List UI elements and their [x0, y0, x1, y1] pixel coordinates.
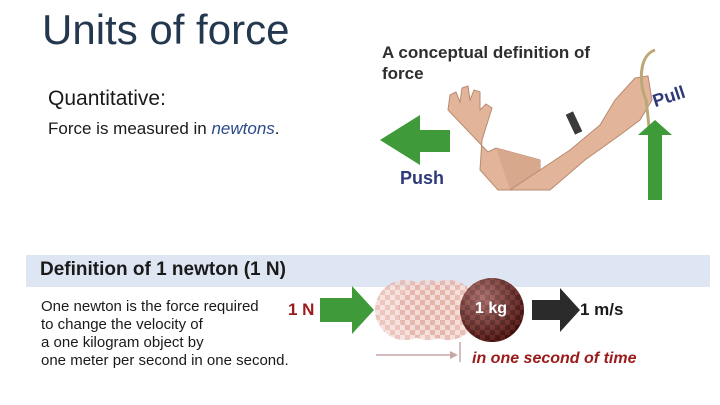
- ghost-ball: [418, 280, 478, 340]
- force-label: 1 N: [288, 300, 315, 319]
- concept-title: A conceptual definition of force: [382, 43, 591, 83]
- mass-label: 1 kg: [475, 300, 508, 317]
- pull-arrow-icon: [638, 120, 672, 200]
- definition-text: One newton is the force required to chan…: [41, 298, 289, 370]
- force-arrow-icon: [320, 286, 374, 334]
- push-arrow-icon: [380, 115, 450, 165]
- newtons-term: newtons: [211, 119, 275, 138]
- push-pull-illustration: [380, 48, 672, 201]
- push-label: Push: [400, 168, 445, 188]
- definition-heading: Definition of 1 newton (1 N): [40, 259, 286, 280]
- quantitative-body: Force is measured in newtons.: [48, 119, 280, 139]
- definition-line: one meter per second in one second.: [41, 352, 289, 369]
- time-label: in one second of time: [472, 350, 637, 367]
- slide-title: Units of force: [42, 6, 290, 53]
- quantitative-body-suffix: .: [274, 119, 280, 138]
- push-hand-icon: [447, 85, 541, 191]
- definition-line: One newton is the force required: [41, 298, 259, 315]
- quantitative-body-prefix: Force is measured in: [48, 119, 212, 138]
- definition-line: a one kilogram object by: [41, 334, 204, 351]
- velocity-label: 1 m/s: [580, 300, 624, 319]
- pull-arm-icon: [508, 75, 653, 191]
- newton-diagram: [320, 278, 580, 362]
- definition-band: [26, 255, 710, 287]
- quantitative-heading: Quantitative:: [48, 87, 166, 110]
- definition-line: to change the velocity of: [41, 316, 203, 333]
- velocity-arrow-icon: [532, 288, 580, 332]
